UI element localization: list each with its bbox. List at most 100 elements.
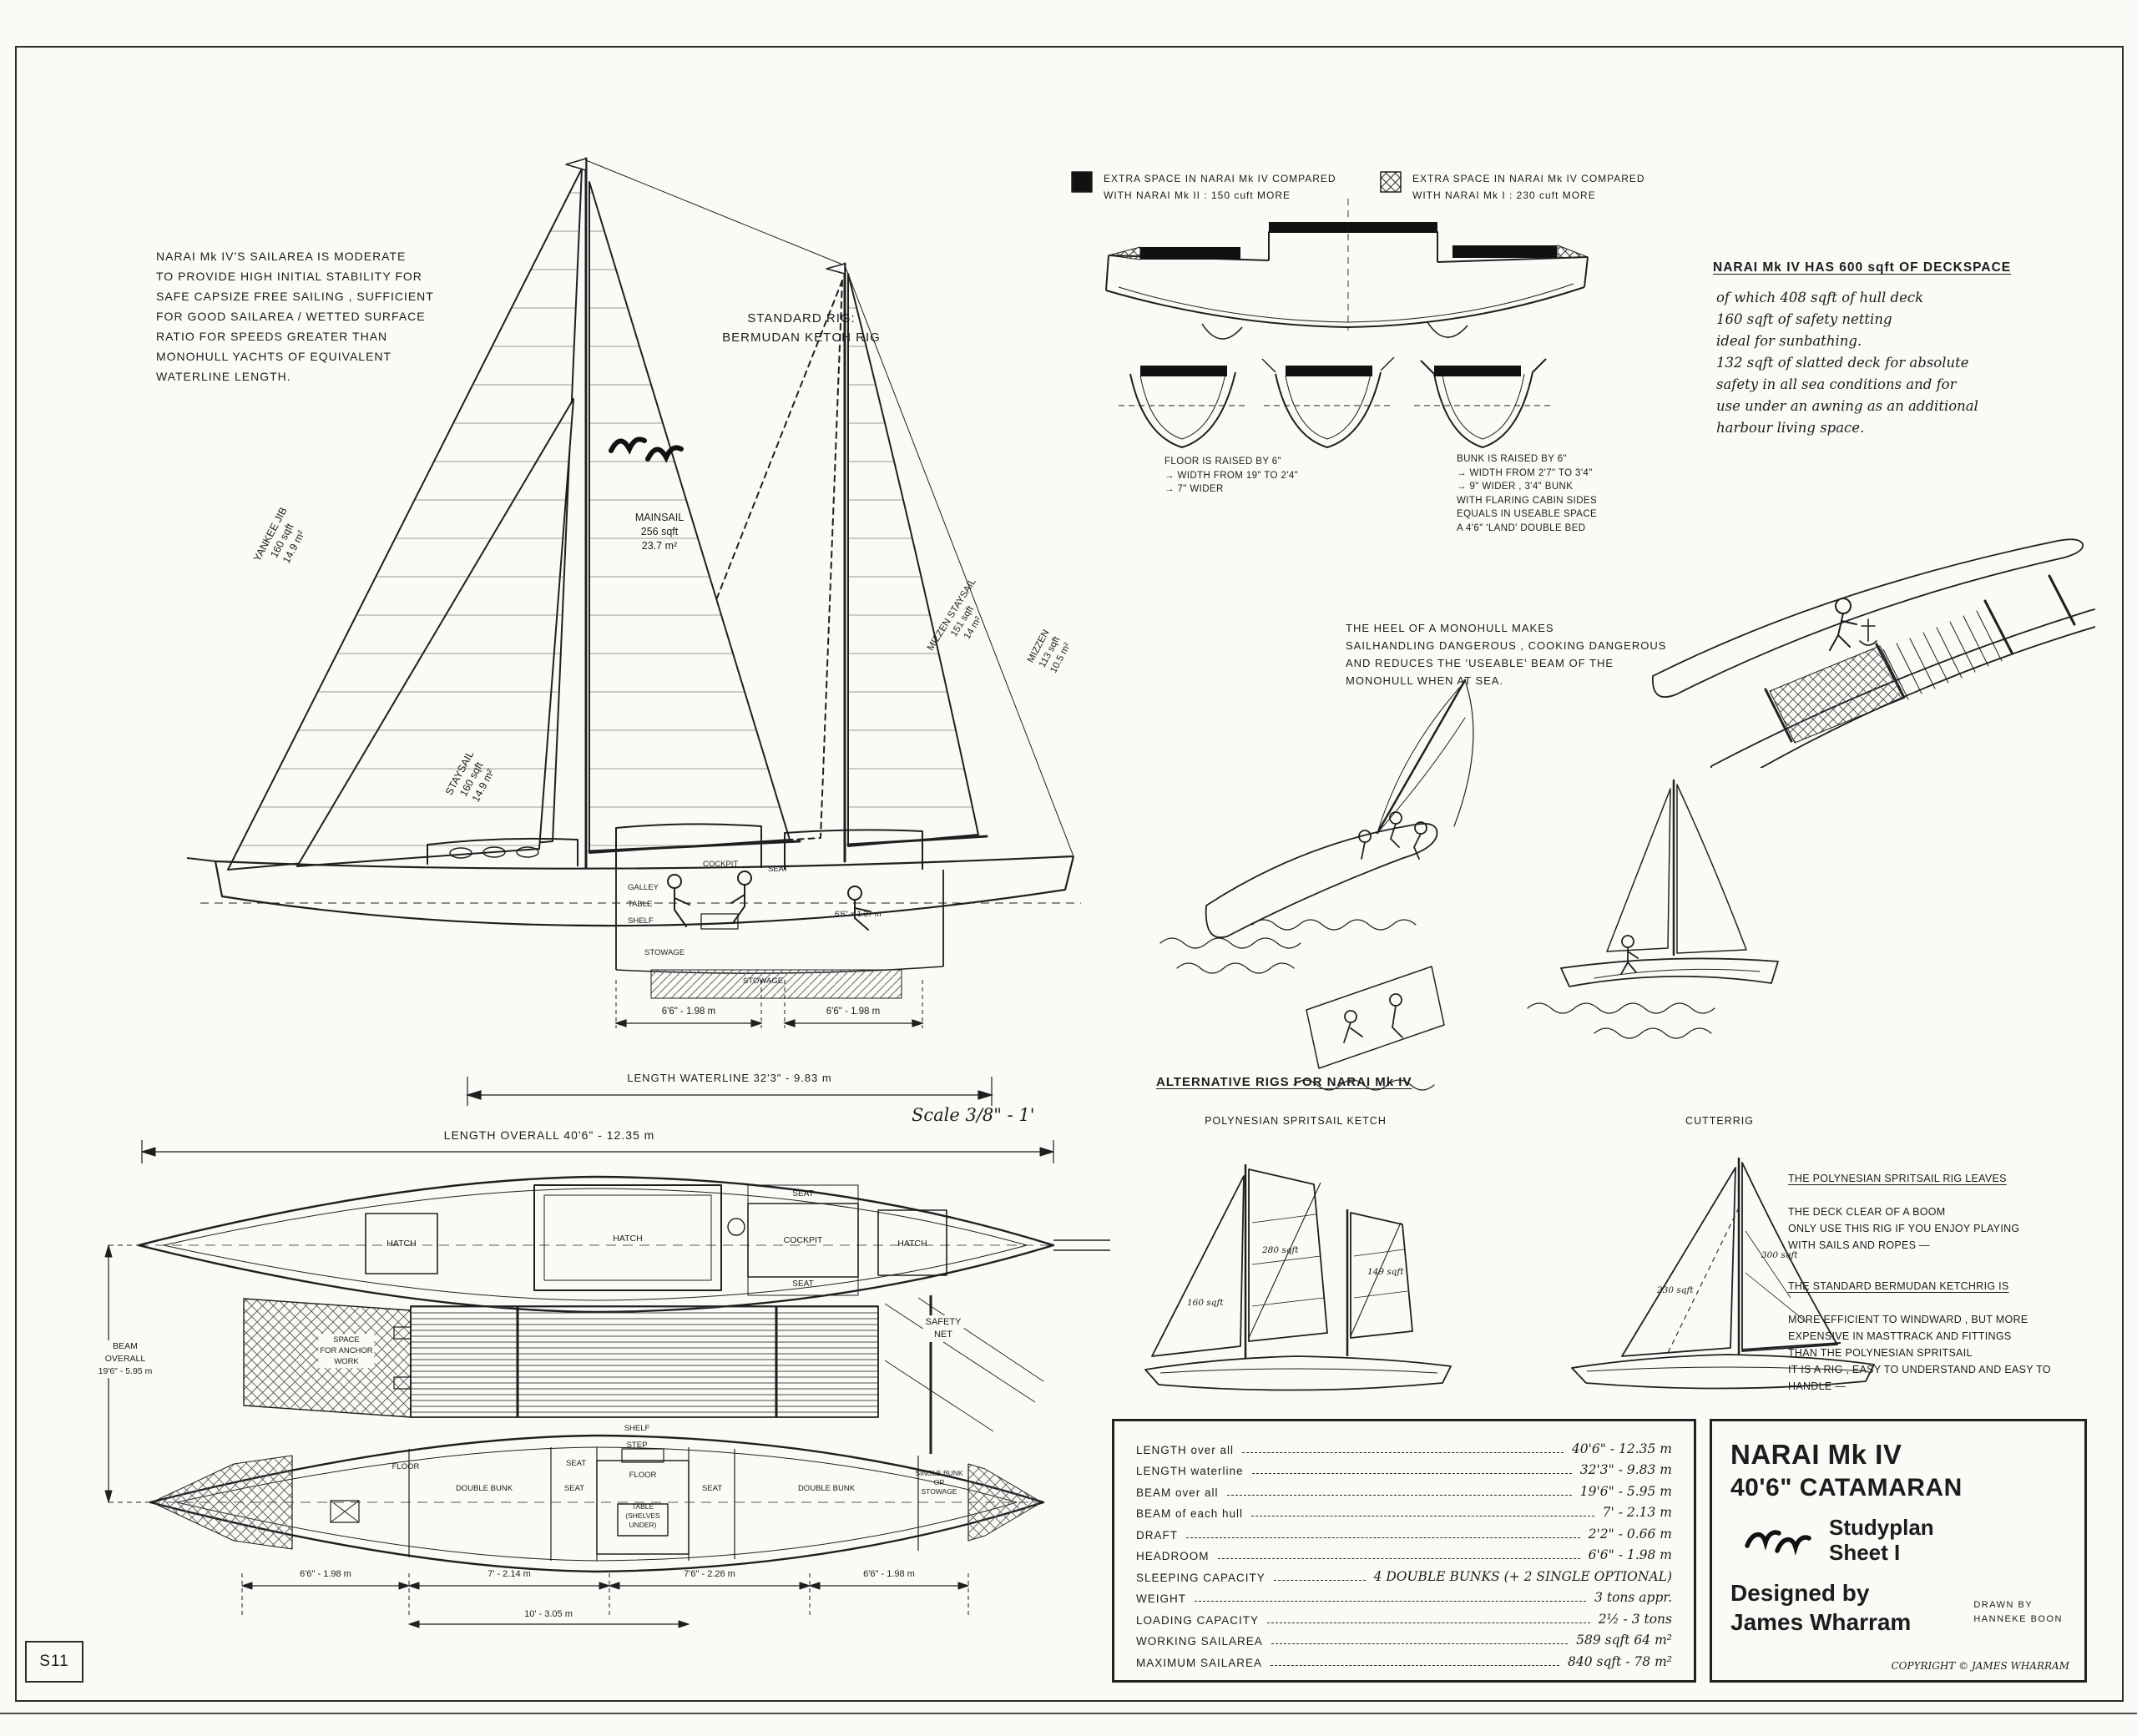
interior-table-label: TABLE (SHELVES UNDER)	[625, 1502, 660, 1529]
dotted-leader	[1186, 1537, 1580, 1538]
cutaway-bunk-dim: 6'6" × 1.37 m	[835, 910, 882, 919]
boat-name: NARAI Mk IV	[1730, 1439, 1902, 1470]
cockpit-label: COCKPIT	[783, 1235, 823, 1245]
interior-floor-a-label: FLOOR	[392, 1462, 420, 1471]
title-block: NARAI Mk IV 40'6" CATAMARAN Studyplan Sh…	[1710, 1419, 2087, 1683]
boat-type: 40'6" CATAMARAN	[1730, 1474, 1963, 1501]
spec-label: SLEEPING CAPACITY	[1136, 1571, 1266, 1584]
monohull-comparison-sketch	[1159, 679, 1779, 1091]
spec-value: 19'6" - 5.95 m	[1579, 1483, 1672, 1499]
spec-value: 589 sqft 64 m²	[1576, 1633, 1672, 1648]
spec-label: LOADING CAPACITY	[1136, 1613, 1260, 1627]
rig-note-bermudan-head: THE STANDARD BERMUDAN KETCHRIG IS	[1788, 1280, 2009, 1292]
safety-net-label: SAFETY NET	[922, 1315, 964, 1342]
table-row: WEIGHT 3 tons appr.	[1136, 1584, 1672, 1605]
interior-single-bunk-label: SINGLE BUNK OR STOWAGE	[915, 1469, 963, 1496]
spec-value: 40'6" - 12.35 m	[1571, 1441, 1672, 1456]
spec-value: 3 tons appr.	[1594, 1590, 1672, 1605]
interior-dim-total: 10' - 3.05 m	[524, 1609, 573, 1619]
cutter-rig-drawing	[1571, 1158, 1875, 1390]
cutter-rig-label: CUTTERRIG	[1685, 1115, 1754, 1127]
dotted-leader	[1271, 1664, 1559, 1666]
cutaway-stowage-label-a: STOWAGE	[644, 948, 685, 957]
monohull-note: THE HEEL OF A MONOHULL MAKES SAILHANDLIN…	[1346, 622, 1667, 687]
ketch-mizzen-area: 149 sqft	[1367, 1267, 1404, 1277]
cutaway-table-label: TABLE	[628, 900, 653, 909]
deckspace-title: NARAI Mk IV HAS 600 sqft OF DECKSPACE	[1713, 260, 2012, 275]
interior-double-bunk-a-label: DOUBLE BUNK	[455, 1484, 513, 1493]
dotted-leader	[1271, 1643, 1569, 1644]
dotted-leader	[1267, 1622, 1590, 1623]
pod-dim-right: 6'6" - 1.98 m	[826, 1007, 881, 1017]
dotted-leader	[1251, 1473, 1572, 1474]
table-row: SLEEPING CAPACITY 4 DOUBLE BUNKS (+ 2 SIN…	[1136, 1562, 1672, 1584]
spec-label: BEAM of each hull	[1136, 1507, 1244, 1520]
interior-dim-3: 7'6" - 2.26 m	[684, 1569, 735, 1579]
table-row: BEAM over all 19'6" - 5.95 m	[1136, 1477, 1672, 1499]
spec-value: 2'2" - 0.66 m	[1588, 1526, 1672, 1542]
spec-label: DRAFT	[1136, 1528, 1178, 1542]
rig-title: STANDARD RIG: BERMUDAN KETCH RIG	[722, 311, 881, 345]
copyright-note: COPYRIGHT © JAMES WHARRAM	[1891, 1660, 2069, 1672]
spec-label: BEAM over all	[1136, 1486, 1219, 1499]
interior-dim-1: 6'6" - 1.98 m	[300, 1569, 351, 1579]
interior-seat-b-label: SEAT	[563, 1484, 585, 1493]
deckplan-drawing	[104, 1140, 1110, 1628]
spec-label: WORKING SAILAREA	[1136, 1635, 1263, 1648]
spec-value: 840 sqft - 78 m²	[1567, 1653, 1672, 1669]
spritsail-ketch-drawing	[1144, 1164, 1452, 1391]
ketch-main-area: 280 sqft	[1262, 1245, 1299, 1255]
hatch-aft-label: HATCH	[897, 1239, 927, 1249]
interior-dim-4: 6'6" - 1.98 m	[863, 1569, 915, 1579]
beam-dim: BEAM OVERALL 19'6" - 5.95 m	[95, 1340, 155, 1378]
ketch-jib-area: 160 sqft	[1187, 1298, 1224, 1308]
rig-note-spritsail-body: THE DECK CLEAR OF A BOOM ONLY USE THIS R…	[1788, 1206, 2020, 1251]
spec-value: 7' - 2.13 m	[1602, 1505, 1672, 1520]
deckspace-body: of which 408 sqft of hull deck 160 sqft …	[1716, 290, 1978, 436]
bird-logo-mainsail	[609, 437, 684, 463]
spec-label: LENGTH over all	[1136, 1443, 1235, 1456]
table-row: DRAFT 2'2" - 0.66 m	[1136, 1520, 1672, 1542]
dotted-leader	[1217, 1558, 1580, 1559]
pod-dim-left: 6'6" - 1.98 m	[661, 1007, 716, 1017]
legend-extra-space-mk1: EXTRA SPACE IN NARAI Mk IV COMPARED WITH…	[1412, 173, 1645, 201]
seat-fwd-label: SEAT	[792, 1189, 814, 1199]
sailplan-drawing	[186, 157, 1081, 1106]
cutaway-shelf-label: SHELF	[628, 916, 654, 926]
interior-dim-2: 7' - 2.14 m	[488, 1569, 531, 1579]
alt-rigs-title: ALTERNATIVE RIGS FOR NARAI Mk IV	[1156, 1075, 1412, 1089]
sail-label-mainsail: MAINSAIL 256 sqft 23.7 m²	[634, 512, 685, 552]
hatch-fore-label: HATCH	[386, 1239, 417, 1249]
loa-dim: LENGTH OVERALL 40'6" - 12.35 m	[443, 1128, 655, 1142]
deckspace-isometric-drawing	[1652, 538, 2095, 768]
waterline-dim: LENGTH WATERLINE 32'3" - 9.83 m	[627, 1072, 832, 1084]
sheet-number-box: S11	[25, 1641, 83, 1683]
table-row: WORKING SAILAREA 589 sqft 64 m²	[1136, 1627, 1672, 1648]
legend-extra-space-mk2: EXTRA SPACE IN NARAI Mk IV COMPARED WITH…	[1104, 173, 1336, 201]
sheet-bottom-edge	[0, 1713, 2137, 1714]
section-note-bunk: BUNK IS RAISED BY 6" → WIDTH FROM 2'7" T…	[1457, 454, 1598, 533]
interior-step-label: STEP	[626, 1441, 648, 1450]
interior-double-bunk-b-label: DOUBLE BUNK	[797, 1484, 856, 1493]
dotted-leader	[1226, 1494, 1572, 1496]
hatch-main-label: HATCH	[613, 1234, 643, 1244]
rig-note-bermudan-body: MORE EFFICIENT TO WINDWARD , BUT MORE EX…	[1788, 1314, 2051, 1392]
cutaway-cockpit-label: COCKPIT	[703, 860, 739, 869]
designer-credit: Designed by James Wharram	[1730, 1580, 1912, 1635]
dotted-leader	[1273, 1579, 1366, 1581]
interior-seat-c-label: SEAT	[701, 1484, 723, 1493]
spec-label: HEADROOM	[1136, 1550, 1210, 1562]
ketch-rig-label: POLYNESIAN SPRITSAIL KETCH	[1205, 1115, 1387, 1127]
spec-label: WEIGHT	[1136, 1592, 1186, 1605]
cutaway-stowage-label-b: STOWAGE	[743, 976, 784, 986]
spec-label: MAXIMUM SAILAREA	[1136, 1656, 1263, 1669]
section-note-floor: FLOOR IS RAISED BY 6" → WIDTH FROM 19" T…	[1164, 457, 1299, 494]
table-row: BEAM of each hull 7' - 2.13 m	[1136, 1499, 1672, 1520]
intro-text: NARAI Mk IV'S SAILAREA IS MODERATE TO PR…	[156, 250, 434, 383]
spec-value: 4 DOUBLE BUNKS (+ 2 SINGLE OPTIONAL)	[1373, 1568, 1672, 1584]
interior-floor-b-label: FLOOR	[629, 1471, 657, 1480]
spec-value: 32'3" - 9.83 m	[1579, 1462, 1672, 1477]
